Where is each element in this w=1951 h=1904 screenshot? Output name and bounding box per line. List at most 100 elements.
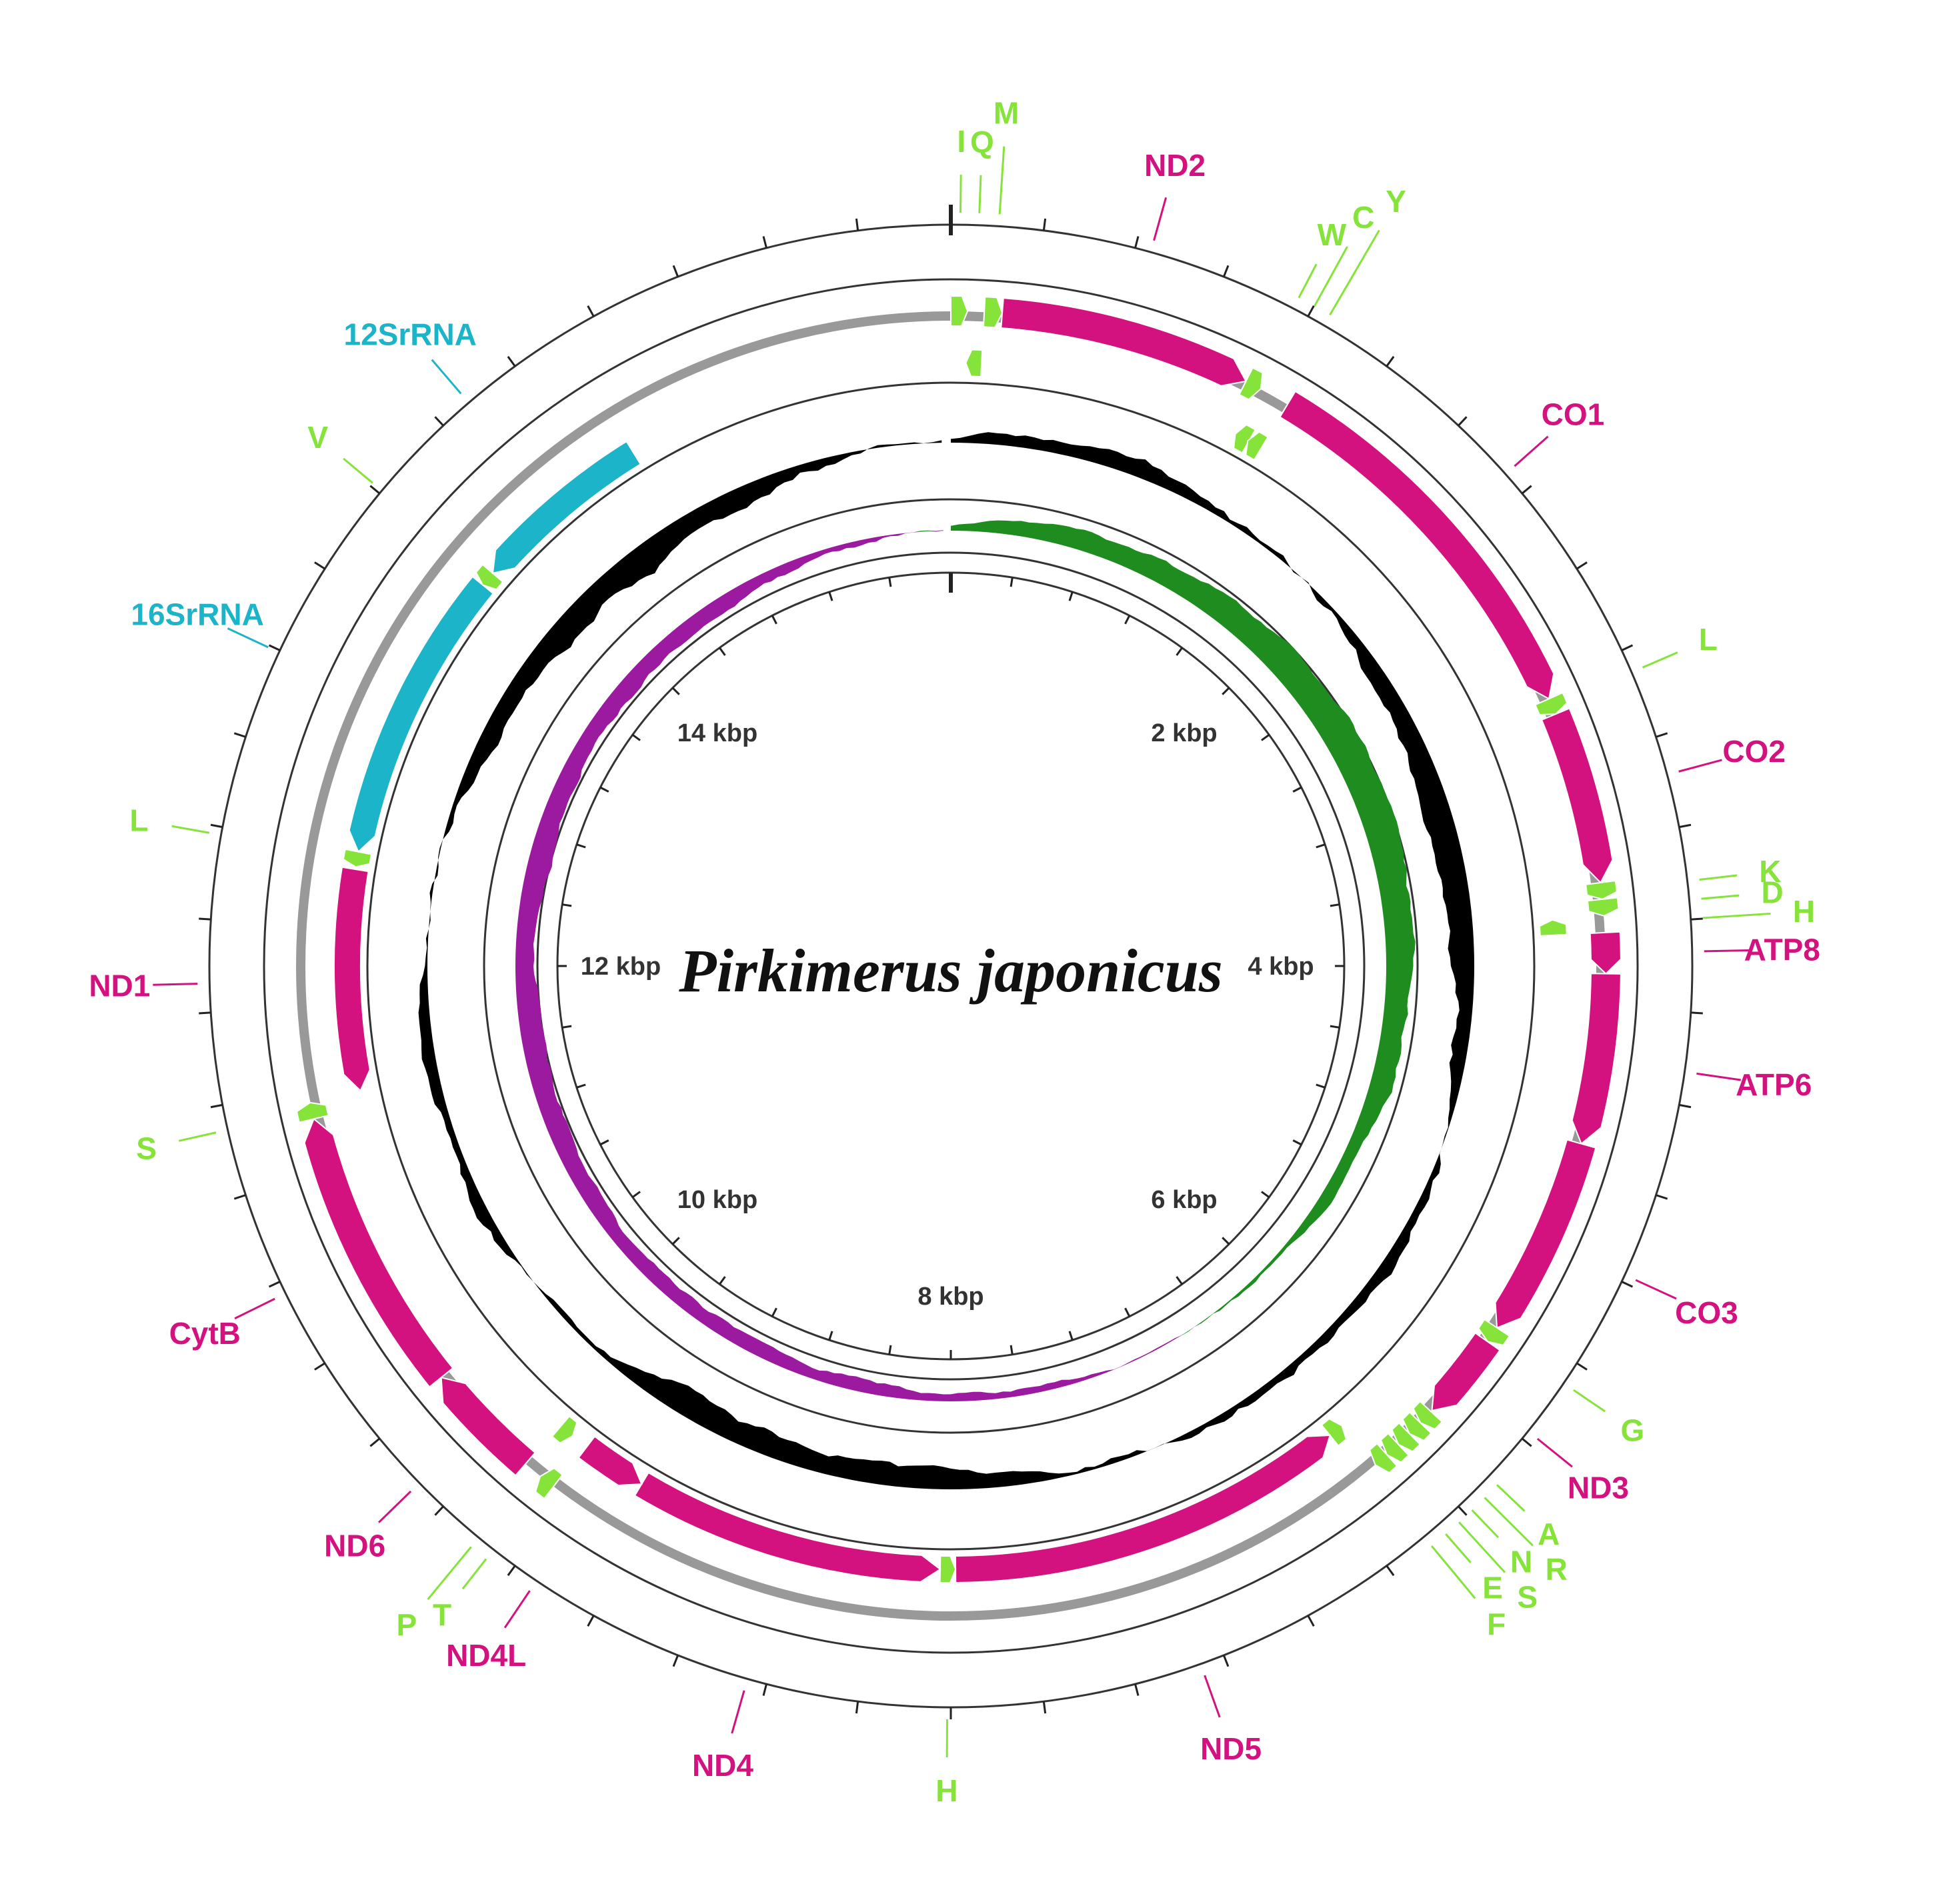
- scale-tick: [1261, 733, 1270, 741]
- feature-trnK: [1585, 879, 1618, 900]
- leader-line: [978, 175, 982, 213]
- feature-co2: [1540, 707, 1614, 884]
- feature-nd2: [1000, 297, 1248, 387]
- leader-line: [153, 983, 198, 986]
- outer-tick: [1621, 644, 1634, 651]
- feature-ring: [295, 295, 1622, 1584]
- scale-tick: [888, 577, 892, 587]
- leader-line: [1329, 229, 1380, 316]
- scale-tick: [1176, 647, 1184, 656]
- scale-tick: [828, 591, 833, 601]
- gene-label-trnA: A: [1538, 1517, 1560, 1551]
- scale-tick: [631, 1191, 641, 1199]
- feature-trnL2: [1534, 691, 1568, 716]
- scale-tick: [1010, 1345, 1014, 1355]
- feature-trnY: [1245, 431, 1269, 461]
- gene-label-co1: CO1: [1542, 397, 1605, 432]
- scale-tick: [671, 1237, 680, 1245]
- gene-label-trnI: I: [957, 124, 965, 159]
- scale-tick: [576, 1083, 586, 1089]
- gene-label-trnD: D: [1761, 875, 1783, 910]
- leader-line: [1314, 246, 1348, 307]
- feature-atp8: [1589, 931, 1622, 975]
- feature-trnL1: [342, 848, 373, 868]
- outer-tick: [1458, 416, 1468, 427]
- gene-label-trnW: W: [1318, 217, 1347, 252]
- leader-line: [1642, 651, 1678, 669]
- outer-tick: [434, 416, 444, 427]
- outer-tick: [1458, 1505, 1468, 1516]
- outer-tick: [1656, 1194, 1668, 1200]
- gene-label-nd5: ND5: [1200, 1731, 1262, 1766]
- leader-line: [377, 1490, 412, 1523]
- gene-label-trnH: H: [935, 1773, 957, 1808]
- scale-tick: [576, 843, 586, 849]
- leader-line: [234, 1297, 275, 1320]
- outer-tick: [507, 1565, 516, 1577]
- feature-trnG: [1478, 1318, 1511, 1347]
- feature-trnD: [1586, 897, 1620, 917]
- feature-nd4: [633, 1471, 941, 1583]
- gene-label-rrnL: 16SrRNA: [131, 597, 263, 631]
- leader-line: [959, 175, 962, 213]
- gene-label-trnE: E: [1482, 1571, 1503, 1605]
- gene-label-atp8: ATP8: [1744, 933, 1820, 967]
- feature-nd6: [440, 1377, 536, 1477]
- gene-label-trnS1: S: [1517, 1580, 1538, 1615]
- scale-tick: [599, 1139, 609, 1146]
- outer-tick: [1134, 236, 1140, 249]
- outer-tick: [1134, 1683, 1140, 1696]
- inner-feature-ring: [263, 278, 1639, 1654]
- gene-label-co2: CO2: [1722, 734, 1786, 769]
- feature-trnW: [1238, 367, 1264, 401]
- leader-line: [1458, 1521, 1506, 1573]
- gene-label-trnT: T: [433, 1598, 451, 1633]
- leader-line: [1678, 759, 1722, 773]
- gene-label-trnL2: L: [1699, 622, 1718, 657]
- kbp-label: 14 kbp: [677, 719, 757, 747]
- leader-line: [1635, 1279, 1677, 1300]
- scale-tick: [718, 647, 726, 656]
- leader-line: [1701, 894, 1740, 900]
- leader-line: [1704, 949, 1749, 953]
- scale-tick: [671, 687, 680, 695]
- outer-tick: [1386, 1565, 1395, 1577]
- gene-label-trnK: K: [1759, 854, 1781, 889]
- gene-label-trnS2: S: [136, 1131, 157, 1165]
- outer-tick: [1307, 1615, 1315, 1627]
- outer-tick: [314, 561, 325, 570]
- outer-tick: [587, 305, 595, 317]
- gene-label-nd3: ND3: [1568, 1471, 1629, 1505]
- outer-tick: [1621, 1281, 1634, 1288]
- scale-tick: [1316, 843, 1326, 849]
- leader-line: [1536, 1437, 1573, 1468]
- scale-tick: [1010, 577, 1014, 587]
- gene-label-nd4: ND4: [692, 1748, 753, 1783]
- outer-tick: [855, 218, 859, 231]
- scale-tick: [562, 1025, 572, 1029]
- outer-tick: [762, 236, 767, 249]
- outer-tick: [1222, 265, 1230, 277]
- scale-tick: [1222, 687, 1230, 695]
- leader-line: [1298, 263, 1318, 299]
- outer-tick: [1307, 305, 1315, 317]
- gene-label-trnV: V: [307, 420, 328, 455]
- scale-tick: [771, 1307, 777, 1317]
- gene-label-co3: CO3: [1675, 1295, 1738, 1330]
- outer-tick: [268, 1281, 281, 1288]
- outer-tick: [672, 1655, 679, 1667]
- outer-tick: [1576, 561, 1588, 570]
- gene-label-trnH_top: H: [1793, 894, 1815, 929]
- leader-line: [1514, 435, 1549, 467]
- feature-trnH: [939, 1555, 957, 1584]
- scale-tick: [771, 615, 777, 625]
- outer-tick: [1679, 1103, 1692, 1109]
- feature-co3: [1494, 1139, 1597, 1329]
- outer-tick: [434, 1505, 444, 1516]
- gene-label-nd4l: ND4L: [446, 1638, 526, 1673]
- kbp-label: 4 kbp: [1248, 953, 1314, 981]
- feature-trnH_top: [1538, 919, 1568, 937]
- gene-label-trnL1: L: [129, 803, 148, 837]
- outer-tick: [762, 1683, 767, 1696]
